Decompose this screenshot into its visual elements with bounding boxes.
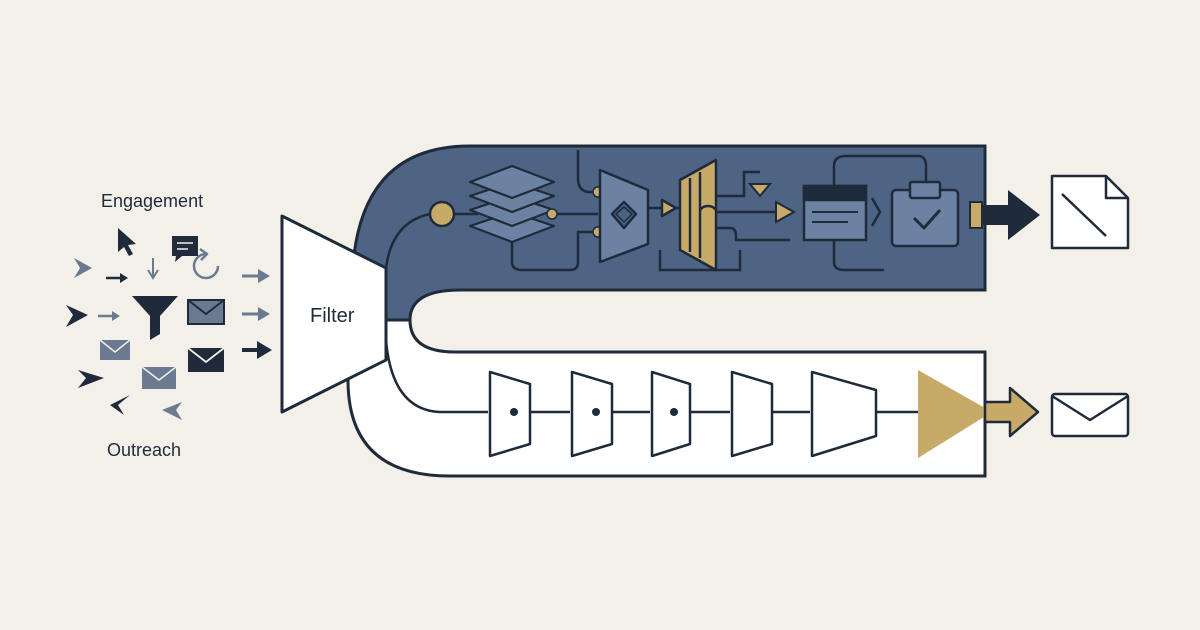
arrow-right-icon <box>106 273 128 283</box>
input-icon-cluster <box>66 228 272 420</box>
arrow-down-icon <box>147 258 159 280</box>
envelope-icon <box>1050 392 1130 438</box>
gold-triangle-icon <box>918 370 992 458</box>
gold-arrowhead-icon <box>775 200 797 224</box>
mux-shape-icon <box>598 168 650 264</box>
chevron-left-icon <box>110 395 130 415</box>
chevron-right-icon <box>66 305 88 327</box>
upper-lane-band <box>350 144 987 322</box>
upper-lane-circuit <box>384 150 928 272</box>
wire-dot-icon <box>546 208 558 220</box>
filter-label: Filter <box>310 305 355 327</box>
window-icon <box>802 184 868 242</box>
layers-icon <box>468 164 556 244</box>
lower-lane-circuit <box>384 339 918 414</box>
clipboard-check-icon <box>890 180 960 248</box>
envelope-icon <box>141 366 177 389</box>
outreach-label: Outreach <box>107 440 182 460</box>
junction-node-icon <box>428 200 456 228</box>
output-arrow-icon <box>983 386 1040 438</box>
stage-trapezoid-icon <box>730 370 774 458</box>
gold-gate-icon <box>660 158 718 272</box>
arrow-right-icon <box>242 341 272 359</box>
document-icon <box>1050 174 1130 250</box>
arrow-right-icon <box>242 307 270 321</box>
output-arrow-icon <box>969 190 1040 240</box>
cursor-icon <box>118 228 136 256</box>
funnel-icon <box>132 296 178 340</box>
chat-bubble-icon <box>172 236 198 262</box>
gold-arrowhead-icon <box>747 183 773 198</box>
stage-trapezoid-icon <box>810 370 878 458</box>
refresh-icon <box>192 247 220 280</box>
stage-trapezoid-icon <box>650 370 692 458</box>
stage-trapezoid-icon <box>488 370 532 458</box>
stage-trapezoid-icon <box>570 370 614 458</box>
envelope-icon <box>187 347 225 372</box>
arrow-right-icon <box>98 311 120 321</box>
chevron-right-icon <box>74 258 92 278</box>
chevron-left-icon <box>162 402 182 420</box>
filter-funnel <box>280 214 388 414</box>
arrow-right-icon <box>242 269 270 283</box>
chevron-right-icon <box>78 370 104 388</box>
envelope-icon <box>99 339 131 360</box>
envelope-icon <box>187 299 225 325</box>
engagement-label: Engagement <box>101 191 204 211</box>
